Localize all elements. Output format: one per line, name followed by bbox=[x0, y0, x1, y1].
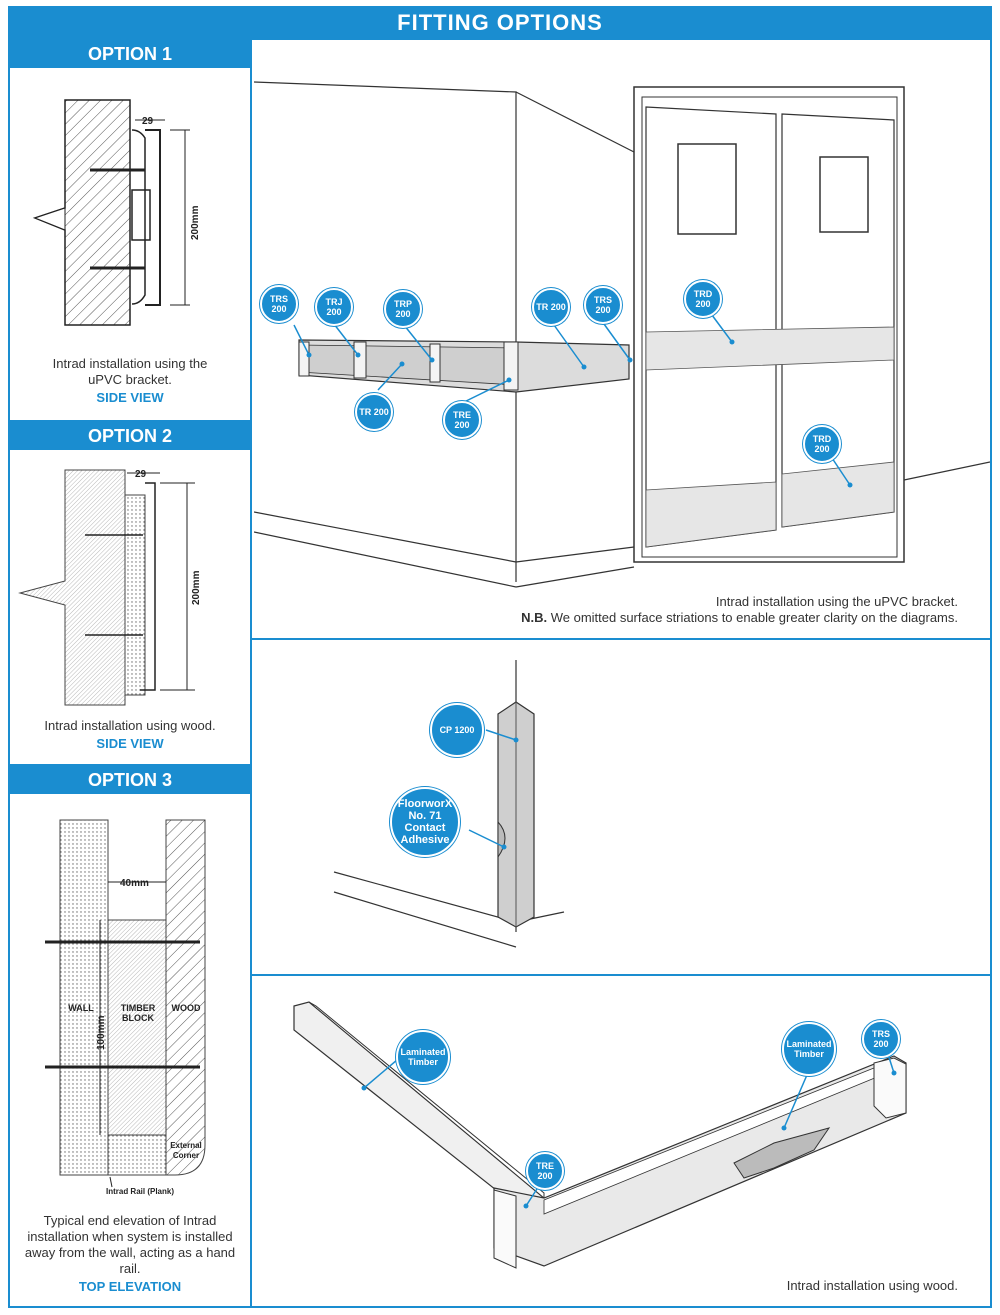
callout-laminated-timber-left: Laminated Timber bbox=[396, 1030, 450, 1084]
option-2-caption-text: Intrad installation using wood. bbox=[44, 718, 216, 733]
callout-trj-200: TRJ 200 bbox=[315, 288, 353, 326]
option-3-external-corner-label: External Corner bbox=[170, 1141, 202, 1160]
panel-1-caption: Intrad installation using the uPVC brack… bbox=[521, 594, 958, 626]
option-2-caption: Intrad installation using wood. SIDE VIE… bbox=[20, 718, 240, 752]
option-3-width-dim: 40mm bbox=[120, 878, 149, 889]
callout-tre-200: TRE 200 bbox=[443, 401, 481, 439]
callout-tre-200-corner: TRE 200 bbox=[526, 1152, 564, 1190]
option-divider-3 bbox=[8, 764, 252, 766]
option-2-side-view-diagram: 29 200mm bbox=[18, 469, 202, 706]
option-3-timber-block-label: TIMBER BLOCK bbox=[120, 1003, 156, 1023]
option-3-view-label: TOP ELEVATION bbox=[78, 1279, 182, 1294]
callout-floorworx-adhesive: FloorworX No. 71 Contact Adhesive bbox=[390, 787, 460, 857]
callout-trp-200: TRP 200 bbox=[384, 290, 422, 328]
callout-laminated-timber-right: Laminated Timber bbox=[782, 1022, 836, 1076]
callout-trs-200-left: TRS 200 bbox=[260, 285, 298, 323]
panel-3-laminated-timber-illustration bbox=[293, 1001, 907, 1269]
panel-1-caption-line-2: N.B. We omitted surface striations to en… bbox=[521, 610, 958, 626]
option-1-caption-text: Intrad installation using the uPVC brack… bbox=[52, 356, 208, 387]
option-3-wood-label: WOOD bbox=[171, 1003, 201, 1013]
nb-label: N.B. bbox=[521, 610, 548, 625]
callout-cp-1200: CP 1200 bbox=[430, 703, 484, 757]
option-2-heading: OPTION 2 bbox=[10, 422, 250, 450]
option-1-width-dim: 29 bbox=[142, 116, 154, 127]
option-2-width-dim: 29 bbox=[135, 469, 147, 480]
option-1-view-label: SIDE VIEW bbox=[96, 390, 164, 405]
callout-trs-200-end: TRS 200 bbox=[862, 1020, 900, 1058]
option-3-top-elevation-diagram: 40mm 100mm bbox=[45, 819, 206, 1188]
option-1-caption: Intrad installation using the uPVC brack… bbox=[40, 356, 220, 406]
option-3-heading: OPTION 3 bbox=[10, 766, 250, 794]
option-3-height-dim: 100mm bbox=[96, 1015, 107, 1050]
option-2-height-dim: 200mm bbox=[191, 570, 202, 605]
panel-divider-2 bbox=[252, 974, 992, 976]
panel-1-corridor-illustration bbox=[254, 81, 990, 588]
callout-tr-200-lower: TR 200 bbox=[355, 393, 393, 431]
option-1-height-dim: 200mm bbox=[190, 205, 201, 240]
callout-trd-200-upper: TRD 200 bbox=[684, 280, 722, 318]
option-3-wall-label: WALL bbox=[68, 1003, 94, 1013]
option-1-heading: OPTION 1 bbox=[10, 40, 250, 68]
option-1-side-view-diagram: 29 200mm bbox=[32, 99, 201, 326]
panel-3-caption: Intrad installation using wood. bbox=[786, 1278, 958, 1293]
option-2-view-label: SIDE VIEW bbox=[96, 736, 164, 751]
option-divider-2 bbox=[8, 420, 252, 422]
panel-2-corner-protector-illustration bbox=[333, 660, 565, 948]
option-3-caption: Typical end elevation of Intrad installa… bbox=[20, 1213, 240, 1295]
nb-text: We omitted surface striations to enable … bbox=[547, 610, 958, 625]
callout-trs-200-corner: TRS 200 bbox=[584, 286, 622, 324]
panel-1-caption-line-1: Intrad installation using the uPVC brack… bbox=[715, 594, 958, 609]
left-column bbox=[8, 40, 252, 1308]
callout-tr-200-wall: TR 200 bbox=[532, 288, 570, 326]
option-3-intrad-rail-label: Intrad Rail (Plank) bbox=[105, 1187, 174, 1196]
callout-trd-200-lower: TRD 200 bbox=[803, 425, 841, 463]
option-3-caption-text: Typical end elevation of Intrad installa… bbox=[24, 1213, 236, 1276]
page-title: FITTING OPTIONS bbox=[8, 6, 992, 40]
panel-divider-1 bbox=[252, 638, 992, 640]
